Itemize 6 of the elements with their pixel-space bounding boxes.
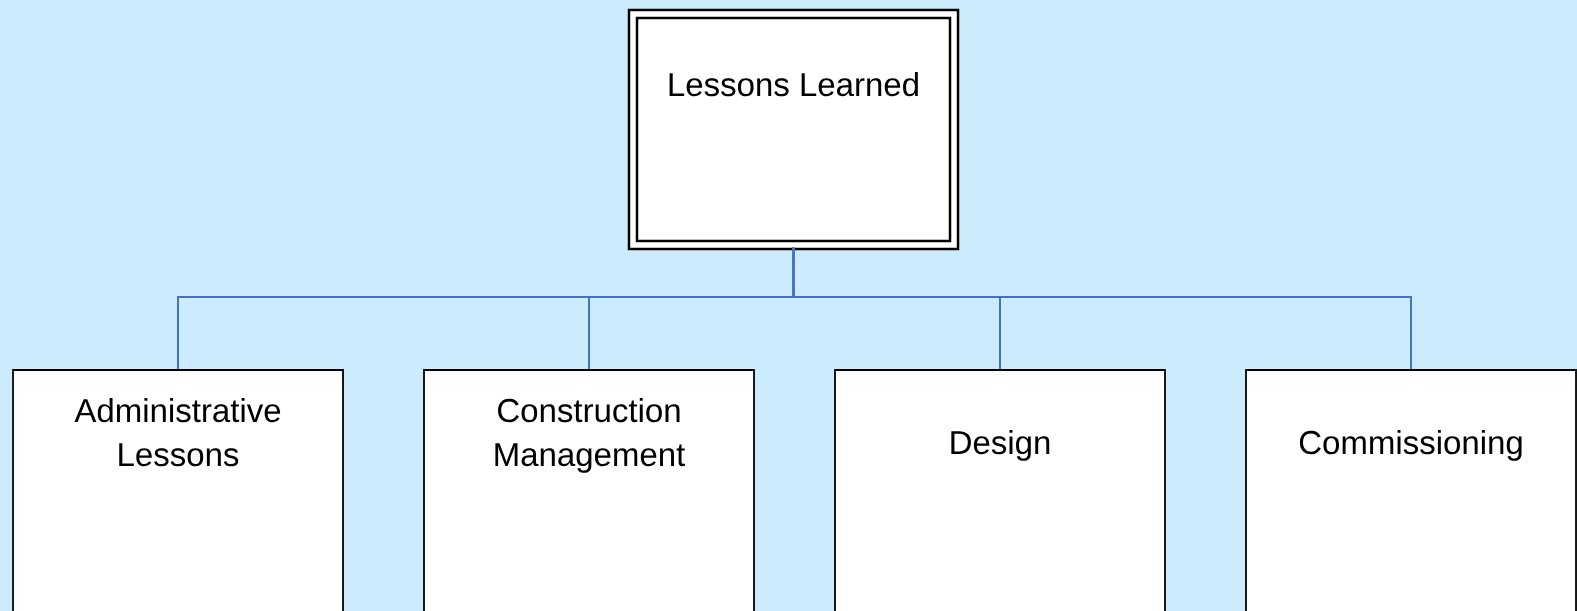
category-box: Construction Management (423, 369, 755, 611)
connector-line (792, 246, 1412, 370)
title-box: Lessons Learned (627, 8, 960, 251)
category-box: Administrative Lessons (12, 369, 344, 611)
category-box: Commissioning (1245, 369, 1577, 611)
category-box: Design (834, 369, 1166, 611)
